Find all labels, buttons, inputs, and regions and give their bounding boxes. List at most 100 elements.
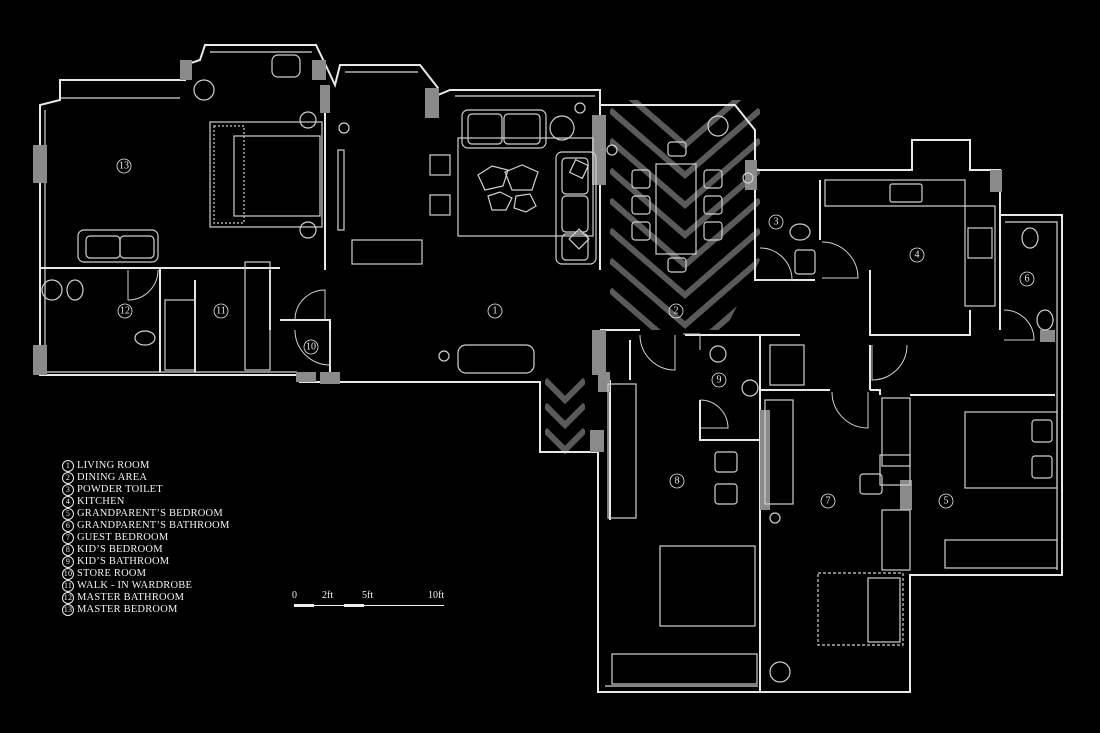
- room-number-marker: 12: [117, 303, 133, 319]
- kid-bed: [659, 545, 756, 627]
- dining-chairs: [631, 141, 723, 273]
- plant-icon: [438, 350, 450, 362]
- plant-icon: [193, 79, 215, 101]
- legend-item-number: 4: [62, 496, 74, 508]
- master-sofa: [77, 229, 159, 263]
- room-number-marker: 1: [487, 303, 503, 319]
- room-number: 3: [774, 217, 779, 228]
- kitchen-counter: [824, 179, 966, 207]
- legend-item-number: 7: [62, 532, 74, 544]
- legend-item-number: 3: [62, 484, 74, 496]
- room-number: 6: [1025, 274, 1030, 285]
- legend-item-number: 10: [62, 568, 74, 580]
- legend-item-number: 1: [62, 460, 74, 472]
- room-number-marker: 8: [669, 473, 685, 489]
- room-number-marker: 7: [820, 493, 836, 509]
- living-sofa: [461, 109, 547, 149]
- plant-icon: [606, 144, 618, 156]
- legend-item-number: 5: [62, 508, 74, 520]
- room-number: 7: [826, 496, 831, 507]
- room-number: 10: [306, 342, 316, 353]
- master-bed: [209, 121, 323, 228]
- legend-item-name: POWDER TOILET: [77, 484, 163, 495]
- legend-item-name: LIVING ROOM: [77, 460, 150, 471]
- room-number: 9: [717, 375, 722, 386]
- living-side-sofa: [555, 151, 597, 265]
- room-number-marker: 11: [213, 303, 229, 319]
- room-number: 13: [119, 161, 129, 172]
- plant-icon: [742, 172, 754, 184]
- legend-item-name: GRANDPARENT’S BATHROOM: [77, 520, 230, 531]
- room-number: 12: [120, 306, 130, 317]
- room-number-marker: 4: [909, 247, 925, 263]
- room-number-marker: 6: [1019, 271, 1035, 287]
- legend-item-name: KITCHEN: [77, 496, 125, 507]
- room-number-marker: 3: [768, 214, 784, 230]
- tv-console: [351, 239, 423, 265]
- legend-item-number: 6: [62, 520, 74, 532]
- legend-item-name: GRANDPARENT’S BEDROOM: [77, 508, 223, 519]
- legend-item-name: KID’S BEDROOM: [77, 544, 163, 555]
- structural-columns: [33, 60, 1055, 510]
- scale-label-0: 0: [292, 590, 297, 601]
- plant-icon: [769, 661, 791, 683]
- legend-item-name: MASTER BATHROOM: [77, 592, 185, 603]
- legend-item-number: 13: [62, 604, 74, 616]
- doors: [127, 241, 1035, 429]
- legend-item-number: 11: [62, 580, 74, 592]
- room-number: 4: [915, 250, 920, 261]
- wardrobe-walkin-a: [164, 299, 196, 371]
- scale-label-10ft: 10ft: [428, 590, 445, 601]
- scale-bar-segment: [314, 605, 344, 606]
- legend-item-name: KID’S BATHROOM: [77, 556, 170, 567]
- grandparent-bed: [964, 411, 1058, 489]
- scale-label-2ft: 2ft: [322, 590, 334, 601]
- plant-icon: [41, 279, 63, 301]
- legend-item-number: 9: [62, 556, 74, 568]
- room-number-marker: 10: [303, 339, 319, 355]
- room-number-marker: 5: [938, 493, 954, 509]
- legend-item-number: 8: [62, 544, 74, 556]
- plant-icon: [574, 102, 586, 114]
- room-number-marker: 13: [116, 158, 132, 174]
- scale-bar-segment: [344, 604, 364, 607]
- legend-item-number: 2: [62, 472, 74, 484]
- scale-label-5ft: 5ft: [362, 590, 374, 601]
- furniture: [41, 54, 1058, 685]
- scale-bar: 0 2ft 5ft 10ft: [290, 590, 450, 610]
- room-number: 1: [493, 306, 498, 317]
- legend-item-name: GUEST BEDROOM: [77, 532, 169, 543]
- legend-item-number: 12: [62, 592, 74, 604]
- dining-floor-pattern: [610, 100, 760, 330]
- wardrobe-walkin-b: [244, 261, 271, 371]
- legend-item-name: DINING AREA: [77, 472, 148, 483]
- legend-item-name: STORE ROOM: [77, 568, 147, 579]
- corridor-floor-pattern: [545, 377, 585, 454]
- plant-icon: [769, 512, 781, 524]
- room-number: 11: [216, 306, 226, 317]
- living-rug: [457, 137, 594, 237]
- room-number-marker: 9: [711, 372, 727, 388]
- scale-bar-segment: [364, 605, 384, 606]
- plant-icon: [338, 122, 350, 134]
- scale-bar-segment: [384, 605, 444, 606]
- room-number-marker: 2: [668, 303, 684, 319]
- room-number: 8: [675, 476, 680, 487]
- legend-item-name: MASTER BEDROOM: [77, 604, 178, 615]
